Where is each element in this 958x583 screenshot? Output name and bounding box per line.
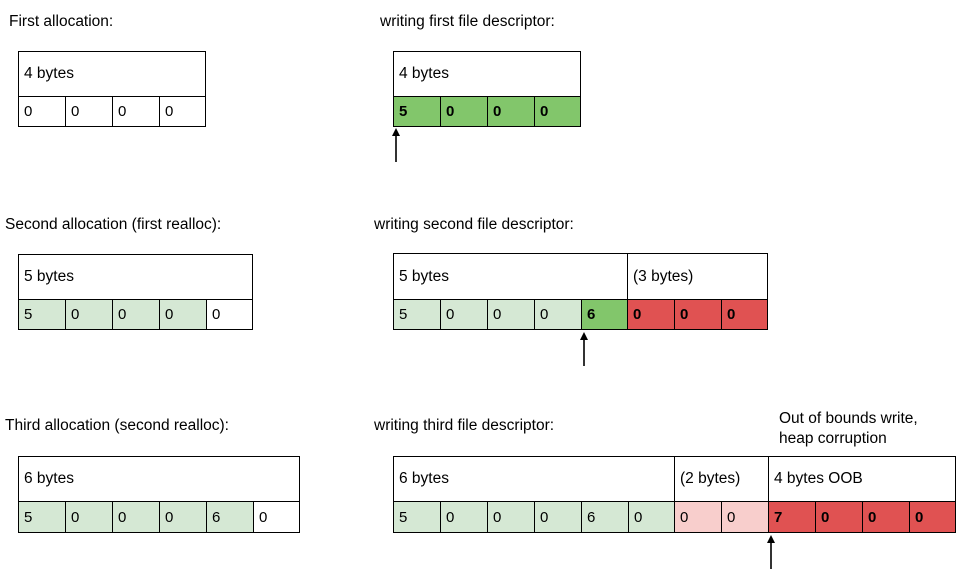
- write-pointer-arrow-icon: [580, 332, 588, 366]
- writing-third-fd-byte-3: 0: [534, 501, 582, 533]
- second-allocation-byte-3: 0: [159, 299, 207, 330]
- writing-third-fd-oob-header: 4 bytes OOB: [768, 456, 956, 502]
- oob-note-line-1: Out of bounds write,: [779, 410, 918, 427]
- writing-third-fd-slack-header: (2 bytes): [674, 456, 769, 502]
- first-allocation-byte-3: 0: [159, 96, 206, 127]
- writing-third-fd-oob-byte-2: 0: [862, 501, 910, 533]
- writing-first-fd-label: writing first file descriptor:: [380, 13, 555, 30]
- writing-third-fd-slack-byte-1: 0: [721, 501, 769, 533]
- writing-second-fd-label: writing second file descriptor:: [374, 216, 574, 233]
- third-allocation-byte-4: 6: [206, 501, 254, 533]
- writing-second-fd-overflow-header: (3 bytes): [627, 253, 768, 300]
- writing-second-fd-size-header: 5 bytes: [393, 253, 628, 300]
- third-allocation-byte-3: 0: [159, 501, 207, 533]
- writing-third-fd-slack-byte-0: 0: [674, 501, 722, 533]
- writing-first-fd-size-header: 4 bytes: [393, 51, 581, 97]
- writing-second-fd-byte-3: 0: [534, 299, 582, 330]
- writing-first-fd-byte-2: 0: [487, 96, 535, 127]
- writing-second-fd-byte-1: 0: [440, 299, 488, 330]
- second-allocation-byte-4: 0: [206, 299, 253, 330]
- write-pointer-arrow-icon: [767, 535, 775, 569]
- third-allocation-label: Third allocation (second realloc):: [5, 417, 229, 434]
- oob-note-line-2: heap corruption: [779, 430, 887, 447]
- write-pointer-arrow-icon: [392, 128, 400, 162]
- writing-second-fd-byte-2: 0: [487, 299, 535, 330]
- writing-second-fd-overflow-byte-1: 0: [674, 299, 722, 330]
- writing-third-fd-byte-2: 0: [487, 501, 535, 533]
- writing-third-fd-oob-byte-0: 7: [768, 501, 816, 533]
- third-allocation-byte-2: 0: [112, 501, 160, 533]
- first-allocation-size-header: 4 bytes: [18, 51, 206, 97]
- first-allocation-byte-2: 0: [112, 96, 160, 127]
- writing-third-fd-size-header: 6 bytes: [393, 456, 675, 502]
- second-allocation-byte-1: 0: [65, 299, 113, 330]
- second-allocation-size-header: 5 bytes: [18, 254, 253, 300]
- third-allocation-size-header: 6 bytes: [18, 456, 300, 502]
- writing-third-fd-byte-5: 0: [628, 501, 675, 533]
- writing-third-fd-oob-byte-1: 0: [815, 501, 863, 533]
- third-allocation-byte-5: 0: [253, 501, 300, 533]
- third-allocation-byte-0: 5: [18, 501, 66, 533]
- writing-third-fd-byte-1: 0: [440, 501, 488, 533]
- writing-first-fd-byte-3: 0: [534, 96, 581, 127]
- first-allocation-byte-0: 0: [18, 96, 66, 127]
- second-allocation-label: Second allocation (first realloc):: [5, 216, 222, 233]
- third-allocation-byte-1: 0: [65, 501, 113, 533]
- second-allocation-byte-0: 5: [18, 299, 66, 330]
- writing-third-fd-label: writing third file descriptor:: [374, 417, 555, 434]
- writing-second-fd-overflow-byte-0: 0: [627, 299, 675, 330]
- writing-second-fd-overflow-byte-2: 0: [721, 299, 768, 330]
- writing-third-fd-byte-0: 5: [393, 501, 441, 533]
- writing-third-fd-byte-4: 6: [581, 501, 629, 533]
- writing-second-fd-byte-4: 6: [581, 299, 628, 330]
- writing-first-fd-byte-1: 0: [440, 96, 488, 127]
- second-allocation-byte-2: 0: [112, 299, 160, 330]
- first-allocation-byte-1: 0: [65, 96, 113, 127]
- writing-third-fd-oob-byte-3: 0: [909, 501, 956, 533]
- writing-first-fd-byte-0: 5: [393, 96, 441, 127]
- first-allocation-label: First allocation:: [9, 13, 114, 30]
- writing-second-fd-byte-0: 5: [393, 299, 441, 330]
